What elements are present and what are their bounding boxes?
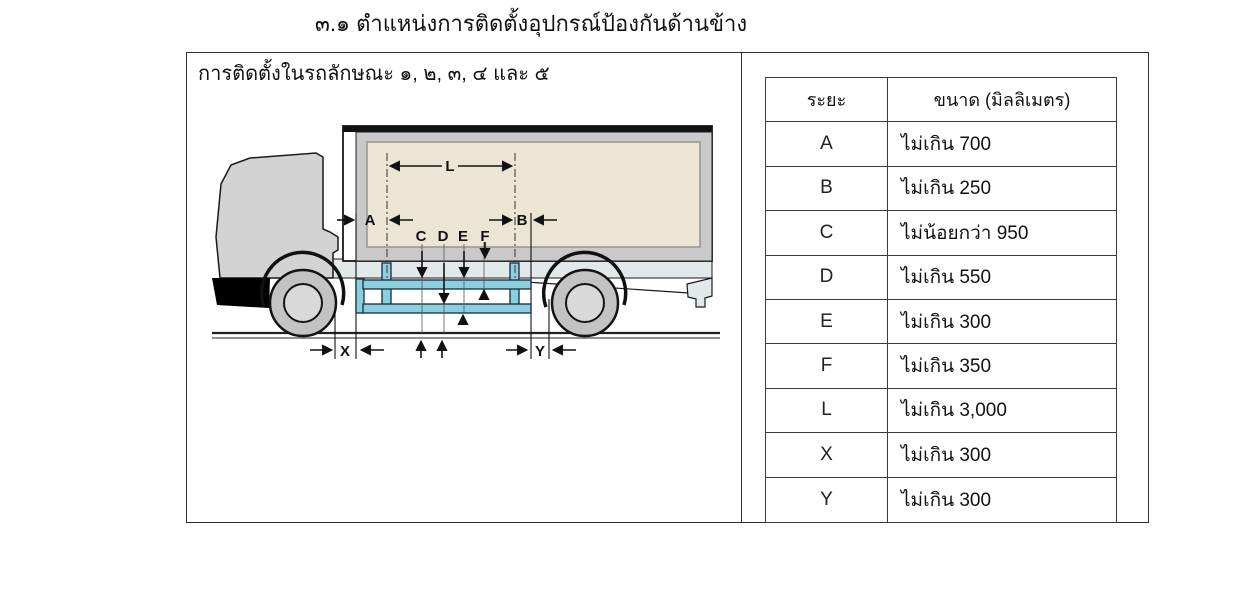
table-row-value: ไม่เกิน 250	[888, 167, 1116, 212]
table-row-value: ไม่เกิน 300	[888, 433, 1116, 478]
table-row-value: ไม่น้อยกว่า 950	[888, 211, 1116, 256]
table-row-key: D	[766, 255, 888, 300]
table-row-value: ไม่เกิน 550	[888, 256, 1116, 300]
table-row-value: ไม่เกิน 350	[888, 344, 1116, 389]
table-header-size: ขนาด (มิลลิเมตร)	[888, 78, 1116, 123]
guard-end-cap	[355, 278, 365, 314]
reference-centerlines	[386, 153, 516, 280]
rear-fender	[541, 250, 628, 308]
front-bumper	[212, 278, 270, 308]
cargo-panel	[366, 141, 701, 248]
truck-side-guard-diagram: L A B C D E F X Y	[212, 125, 720, 360]
dimension-arrows	[310, 160, 576, 358]
truck-cab	[215, 152, 339, 279]
cargo-box	[342, 125, 713, 262]
label-X: X	[340, 343, 350, 360]
table-row-key: X	[766, 433, 888, 478]
rear-wheel	[541, 250, 628, 338]
label-L: L	[445, 158, 454, 175]
guard-top-rail	[362, 279, 532, 290]
dimension-spec-table: ระยะ ขนาด (มิลลิเมตร) A ไม่เกิน 700 B ไม…	[765, 77, 1117, 523]
table-row-key: C	[766, 211, 888, 256]
table-row-key: Y	[766, 477, 888, 522]
table-row-key: L	[766, 388, 888, 434]
table-row-value: ไม่เกิน 700	[888, 122, 1116, 167]
table-row-key: A	[766, 122, 888, 167]
mud-flap	[686, 277, 713, 308]
label-A: A	[365, 212, 376, 229]
front-fender	[259, 250, 346, 308]
dimension-boundary-lines	[334, 213, 550, 359]
figure-container: การติดตั้งในรถลักษณะ ๑, ๒, ๓, ๔ และ ๕	[186, 52, 1149, 523]
table-row-value: ไม่เกิน 300	[888, 300, 1116, 345]
side-guard-device	[355, 262, 532, 314]
label-B: B	[517, 212, 528, 229]
page-title: ๓.๑ ตำแหน่งการติดตั้งอุปกรณ์ป้องกันด้านข…	[314, 11, 748, 36]
label-E: E	[458, 228, 468, 245]
label-Y: Y	[535, 343, 545, 360]
diagram-caption: การติดตั้งในรถลักษณะ ๑, ๒, ๓, ๔ และ ๕	[198, 63, 550, 85]
dimension-labels: L A B C D E F X Y	[340, 158, 545, 360]
table-row-value: ไม่เกิน 3,000	[888, 389, 1116, 434]
table-row-key: F	[766, 344, 888, 389]
table-row-key: E	[766, 300, 888, 345]
guard-bottom-rail	[362, 303, 532, 314]
label-C: C	[416, 228, 427, 245]
label-D: D	[438, 228, 449, 245]
panel-divider	[741, 53, 742, 522]
front-wheel	[259, 250, 346, 338]
table-row-key: B	[766, 166, 888, 212]
label-F: F	[480, 228, 489, 245]
table-row-value: ไม่เกิน 300	[901, 489, 992, 511]
table-header-distance: ระยะ	[766, 78, 888, 123]
